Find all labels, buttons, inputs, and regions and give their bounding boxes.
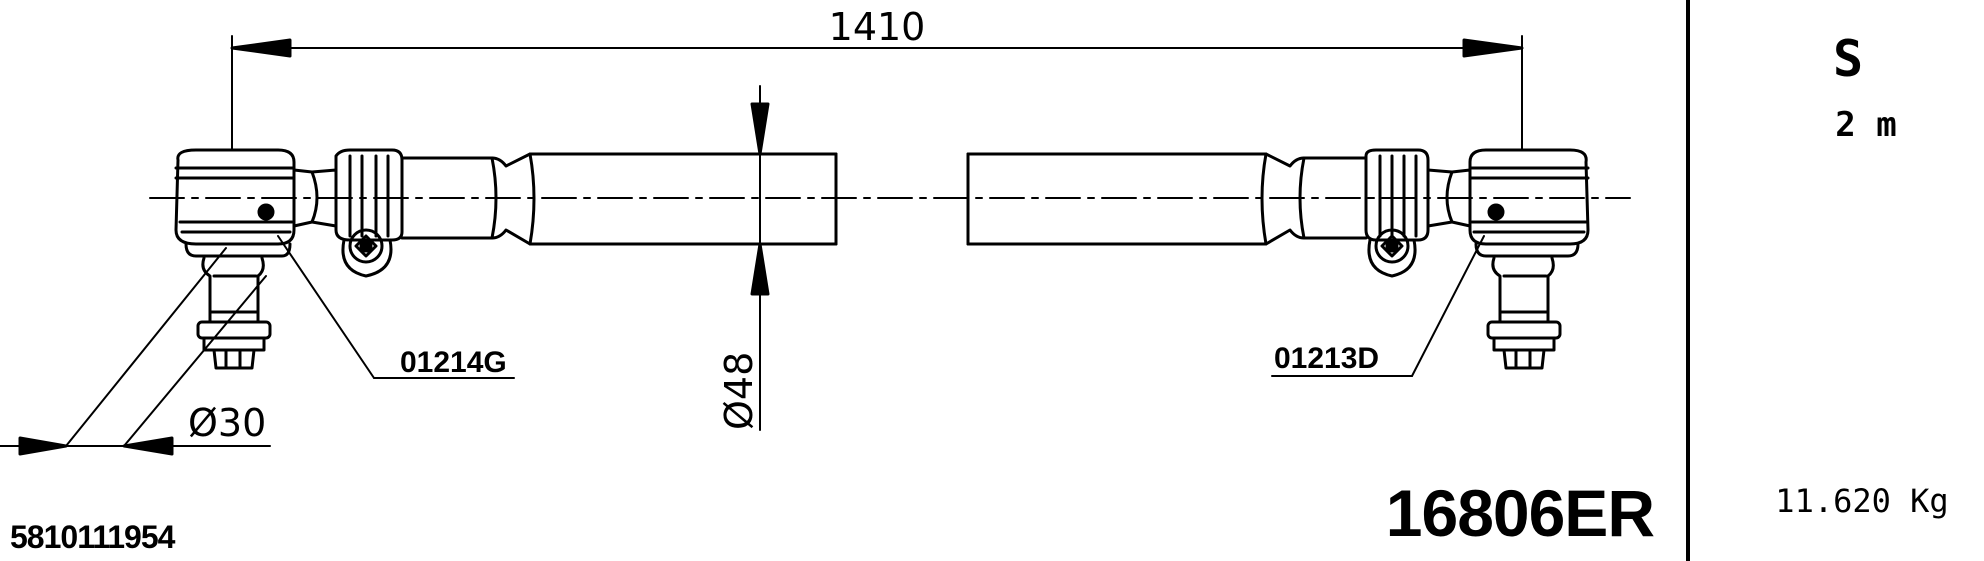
part-number: 16806ER bbox=[1386, 476, 1655, 550]
right-end-code: 01213D bbox=[1274, 342, 1379, 375]
dimension-arrow-down bbox=[750, 102, 770, 156]
tube-diameter-label: Ø48 bbox=[717, 352, 761, 430]
right-tie-rod-end bbox=[1271, 148, 1590, 377]
spec-length: 2 m bbox=[1835, 105, 1896, 145]
oem-number: 5810111954 bbox=[10, 519, 176, 555]
dimension-arrow-up bbox=[750, 242, 770, 296]
overall-length-label: 1410 bbox=[829, 5, 926, 49]
spec-code: S bbox=[1833, 30, 1863, 88]
dimension-arrow-right bbox=[122, 436, 174, 456]
left-end-code: 01214G bbox=[400, 346, 507, 379]
dimension-arrow-left bbox=[18, 436, 68, 456]
tube-diameter-dimension bbox=[750, 85, 770, 431]
left-tube bbox=[400, 152, 838, 246]
overall-length-dimension bbox=[230, 35, 1524, 151]
ball-stud-diameter-label: Ø30 bbox=[188, 401, 266, 445]
left-tie-rod-end bbox=[174, 148, 515, 379]
weight-value: 11.620 Kg bbox=[1775, 482, 1948, 520]
dimension-arrow-right bbox=[1462, 38, 1524, 58]
dimension-arrow-left bbox=[230, 38, 292, 58]
ball-stud-diameter-dimension bbox=[0, 247, 271, 456]
right-tube bbox=[966, 152, 1368, 246]
